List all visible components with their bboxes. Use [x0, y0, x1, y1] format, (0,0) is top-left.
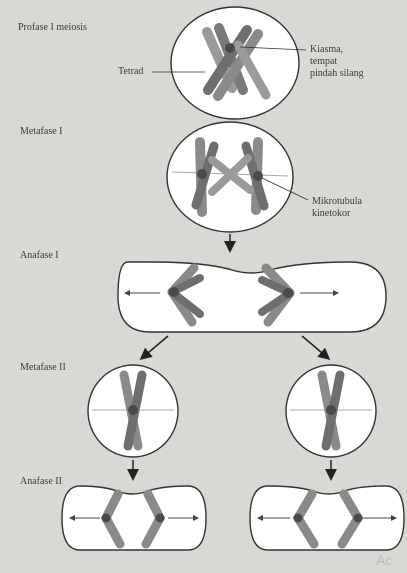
kinetochore-left [197, 169, 207, 179]
chiasma-point [225, 43, 235, 53]
label-anaphase1: Anafase I [20, 250, 59, 262]
metaphase1-cell [167, 122, 308, 232]
label-microtubule-line2: kinetokor [312, 208, 392, 220]
label-chiasma-line3: pindah silang [310, 68, 400, 80]
anaphase2-left-cell [62, 486, 206, 550]
arrow-a1-m2-left [142, 336, 168, 358]
label-tetrad: Tetrad [118, 66, 143, 78]
watermark: Ac [376, 552, 392, 568]
label-microtubule: Mikrotubula kinetokor [312, 196, 392, 220]
label-chiasma: Kiasma, tempat pindah silang [310, 44, 400, 80]
anaphase2-right-cell [250, 486, 404, 550]
arrow-a1-m2-right [302, 336, 328, 358]
label-prophase1: Profase I meiosis [18, 22, 98, 34]
label-metaphase2: Metafase II [20, 362, 66, 374]
metaphase2-right-cell [286, 365, 376, 457]
label-anaphase2: Anafase II [20, 476, 62, 488]
anaphase1-cell [118, 262, 386, 332]
metaphase2-left-cell [88, 365, 178, 457]
prophase1-cell [152, 7, 306, 119]
label-chiasma-line1: Kiasma, [310, 44, 400, 56]
label-chiasma-line2: tempat [310, 56, 400, 68]
label-microtubule-line1: Mikrotubula [312, 196, 392, 208]
label-metaphase1: Metafase I [20, 126, 62, 138]
kinetochore-right [253, 171, 263, 181]
